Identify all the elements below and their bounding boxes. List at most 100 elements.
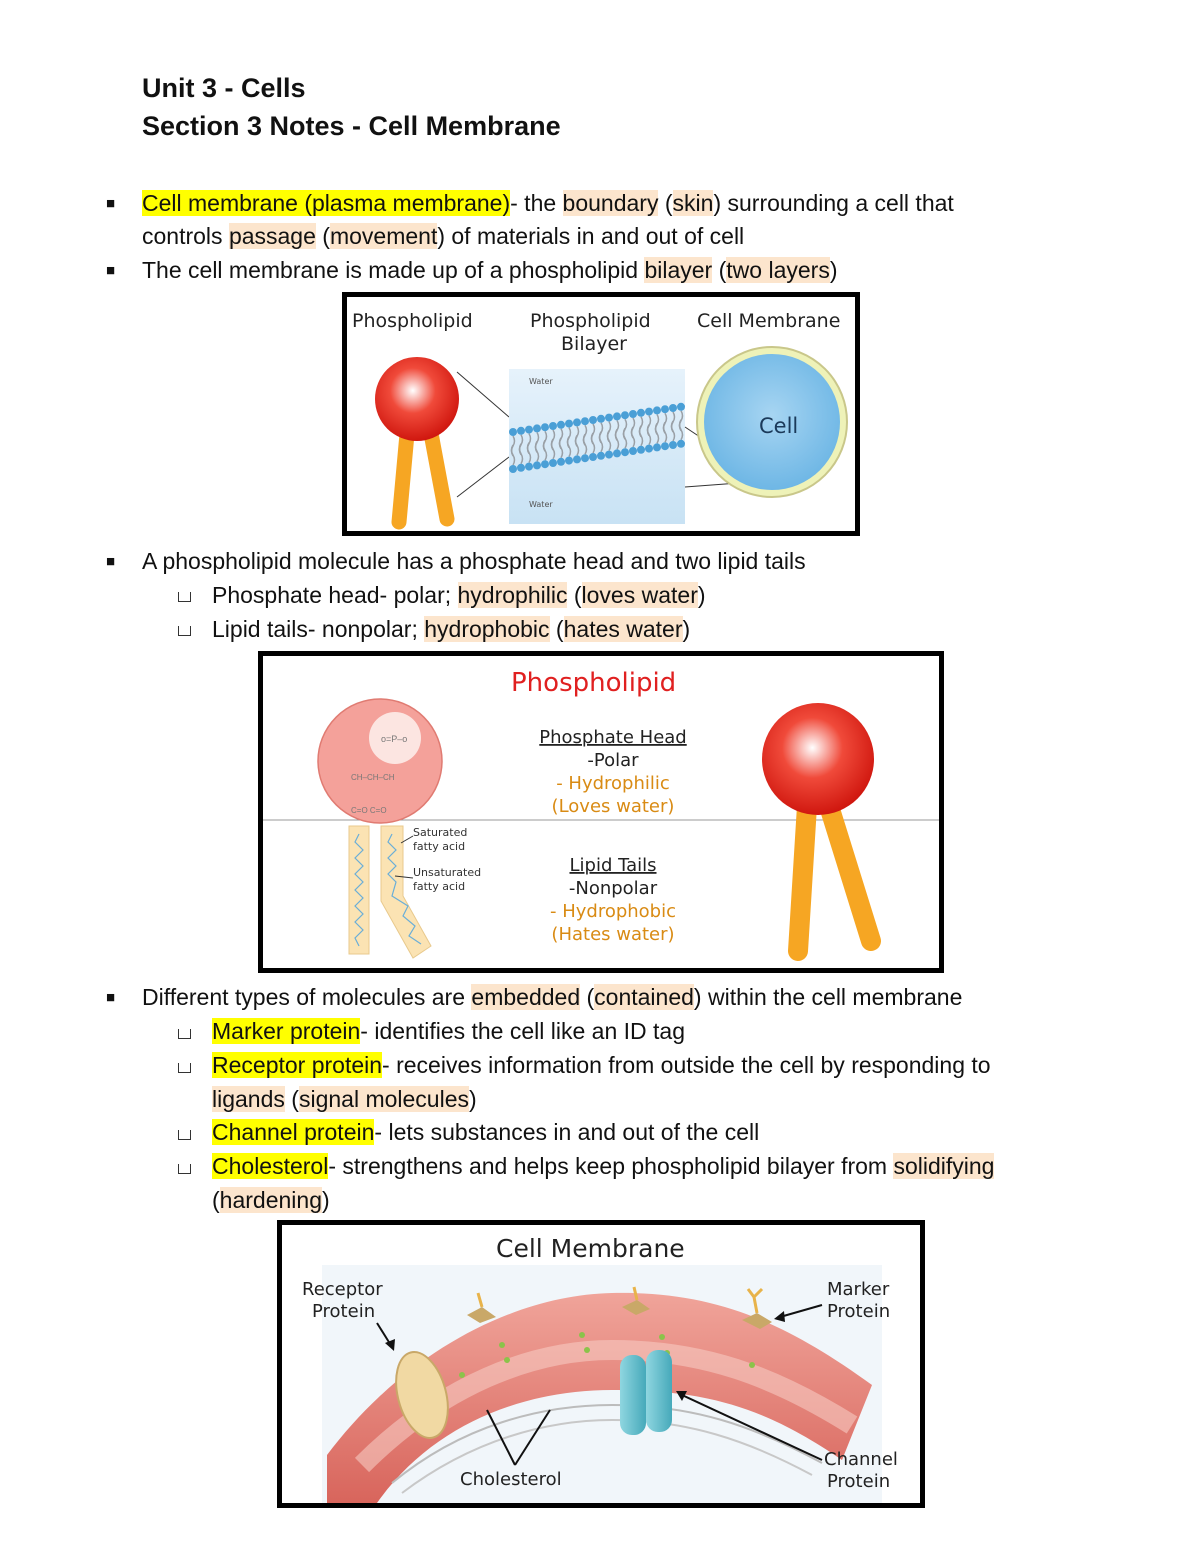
label-unsaturated-2: fatty acid (413, 880, 465, 893)
glycerol-symbols: CH–CH–CH (351, 773, 395, 782)
term-ligands: ligands (212, 1086, 285, 1112)
note-cell-membrane-definition: Cell membrane (plasma membrane)- the bou… (142, 188, 954, 218)
figure-3-illustration: Cell Membrane (302, 1234, 898, 1503)
label-saturated-1: Saturated (413, 826, 467, 839)
label-cell: Cell (759, 414, 798, 438)
term-hardening: hardening (219, 1187, 322, 1213)
term-signal-molecules: signal molecules (298, 1086, 469, 1112)
text: ) of materials in and out of cell (437, 223, 745, 249)
text: ) surrounding a cell that (713, 190, 954, 216)
sub-bullet-marker (178, 592, 191, 602)
label-water-bottom: Water (529, 500, 553, 509)
text: ) (321, 1187, 330, 1213)
term-cholesterol: Cholesterol (212, 1153, 329, 1179)
text: - the (510, 190, 563, 216)
arrow-head (676, 1391, 687, 1401)
text: Different types of molecules are (142, 984, 472, 1010)
term-cell-membrane: Cell membrane (plasma membrane) (142, 190, 511, 216)
figure-cell-membrane-proteins: Cell Membrane (277, 1220, 925, 1508)
label-unsaturated-1: Unsaturated (413, 866, 481, 879)
note-phosphate-head: Phosphate head- polar; hydrophilic (love… (212, 580, 706, 610)
term-solidifying: solidifying (893, 1153, 995, 1179)
text: - receives information from outside the … (382, 1052, 991, 1078)
text: - strengthens and helps keep phospholipi… (328, 1153, 894, 1179)
note-cell-membrane-definition-cont: controls passage (movement) of materials… (142, 221, 744, 251)
label-receptor-2: Protein (312, 1301, 375, 1322)
term-hates-water: hates water (563, 616, 683, 642)
text: - identifies the cell like an ID tag (360, 1018, 685, 1044)
figure-phospholipid-bilayer-cell: Phospholipid Phospholipid Bilayer Cell M… (342, 292, 860, 536)
phospholipid-icon (375, 357, 459, 530)
label-marker-2: Protein (827, 1301, 890, 1322)
term-skin: skin (672, 190, 714, 216)
label-marker-1: Marker (827, 1279, 890, 1300)
bullet-marker: ■ (106, 553, 116, 570)
channel-protein-shape (620, 1350, 672, 1435)
term-hydrophobic: hydrophobic (424, 616, 550, 642)
arrow-cholesterol-1 (486, 1409, 516, 1466)
arrow-head (385, 1339, 395, 1351)
term-two-layers: two layers (726, 257, 830, 283)
figure-phospholipid-structure: Phospholipid o=P–o CH–CH–CH C=O C=O Satu… (258, 651, 944, 973)
term-hydrophilic: hydrophilic (457, 582, 568, 608)
label-cholesterol: Cholesterol (460, 1469, 562, 1490)
text: ) within the cell membrane (693, 984, 963, 1010)
note-cholesterol-cont: (hardening) (212, 1185, 330, 1215)
label-bilayer-line1: Phospholipid (530, 310, 651, 332)
sub-bullet-marker (178, 1029, 191, 1039)
text: ) (697, 582, 706, 608)
label-phosphate-head: Phosphate Head (539, 727, 686, 748)
note-channel-protein: Channel protein- lets substances in and … (212, 1117, 759, 1147)
ester-symbols: C=O C=O (351, 806, 387, 815)
text: controls (142, 223, 229, 249)
note-cholesterol: Cholesterol- strengthens and helps keep … (212, 1151, 995, 1181)
phosphate-symbol: o=P–o (381, 734, 407, 744)
text: The cell membrane is made up of a phosph… (142, 257, 645, 283)
figure-2-illustration: Phospholipid o=P–o CH–CH–CH C=O C=O Satu… (263, 668, 939, 961)
label-polar: -Polar (587, 750, 639, 771)
term-bilayer: bilayer (644, 257, 713, 283)
label-hydrophilic: - Hydrophilic (556, 773, 670, 794)
label-receptor-1: Receptor (302, 1279, 383, 1300)
label-loves-water: (Loves water) (552, 796, 675, 817)
arrow-marker (779, 1304, 823, 1318)
figure-2-title: Phospholipid (511, 668, 676, 698)
text: ( (567, 582, 582, 608)
label-bilayer-line2: Bilayer (561, 333, 627, 355)
note-marker-protein: Marker protein- identifies the cell like… (212, 1016, 685, 1046)
text: - lets substances in and out of the cell (374, 1119, 760, 1145)
marker-protein-shape (467, 1286, 772, 1329)
text: ( (284, 1086, 299, 1112)
text: Lipid tails- nonpolar; (212, 616, 425, 642)
label-water-top: Water (529, 377, 553, 386)
section-title: Section 3 Notes - Cell Membrane (142, 111, 561, 141)
text: ( (712, 257, 727, 283)
arrow-cholesterol-2 (514, 1409, 551, 1466)
term-passage: passage (228, 223, 316, 249)
label-phospholipid: Phospholipid (352, 310, 473, 332)
text: ) (682, 616, 691, 642)
arrow-channel (681, 1394, 823, 1461)
sub-bullet-marker (178, 1130, 191, 1140)
label-lipid-tails: Lipid Tails (569, 855, 656, 876)
term-boundary: boundary (562, 190, 659, 216)
note-bilayer: The cell membrane is made up of a phosph… (142, 255, 838, 285)
note-receptor-protein-cont: ligands (signal molecules) (212, 1084, 477, 1114)
label-channel-1: Channel (824, 1449, 898, 1470)
bullet-marker: ■ (106, 262, 116, 279)
term-embedded: embedded (471, 984, 581, 1010)
label-hates-water: (Hates water) (551, 924, 674, 945)
text: ( (315, 223, 330, 249)
term-loves-water: loves water (581, 582, 698, 608)
unit-title: Unit 3 - Cells (142, 73, 306, 103)
sub-bullet-marker (178, 1063, 191, 1073)
label-hydrophobic: - Hydrophobic (550, 901, 676, 922)
term-movement: movement (329, 223, 438, 249)
term-channel-protein: Channel protein (212, 1119, 375, 1145)
bilayer-diagram: Water Water (509, 369, 685, 524)
text: ( (658, 190, 673, 216)
label-cell-membrane: Cell Membrane (697, 310, 840, 332)
arrow-head (774, 1311, 785, 1322)
cell-icon: Cell (696, 346, 848, 498)
figure-3-title: Cell Membrane (496, 1234, 685, 1263)
